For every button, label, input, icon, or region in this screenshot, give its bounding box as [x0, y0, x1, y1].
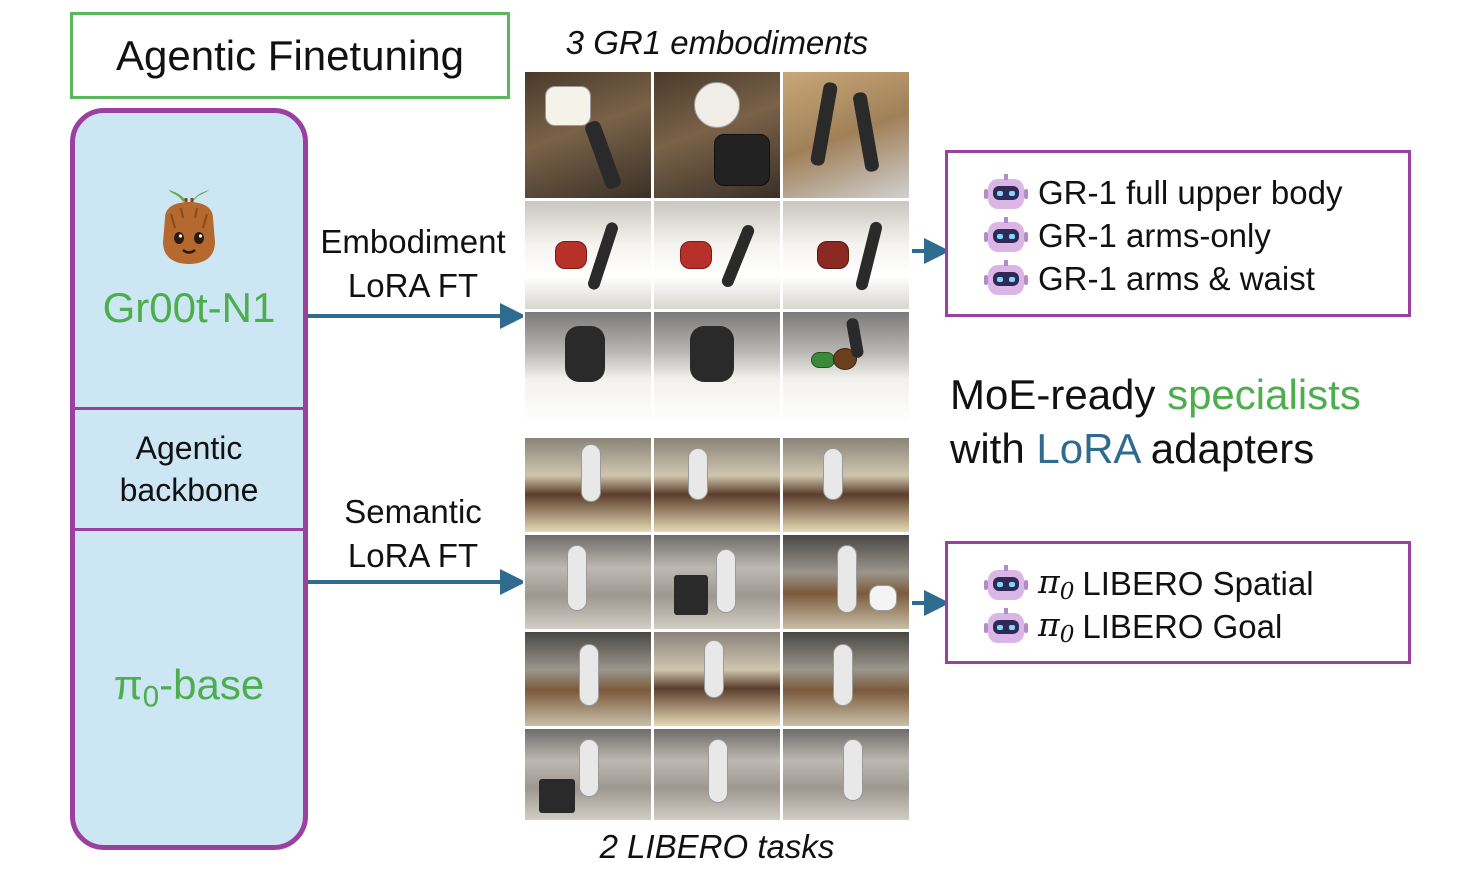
libero-tile [652, 727, 782, 822]
embodiment-label-line2: LoRA FT [347, 267, 479, 304]
title-box: Agentic Finetuning [70, 12, 510, 99]
gr1-image-grid [523, 70, 911, 426]
libero-tile [781, 630, 911, 728]
libero-tile [652, 630, 782, 728]
backbone-label-line1: Agentic [135, 430, 243, 466]
groot-n1-label: Gr00t-N1 [102, 284, 276, 331]
specialist-label: GR-1 arms & waist [1038, 259, 1315, 297]
robot-icon [984, 173, 1028, 209]
libero-tile [781, 436, 911, 534]
specialist-item: π0 LIBERO Goal [984, 605, 1408, 648]
groot-icon [163, 190, 215, 264]
specialist-item: GR-1 arms-only [984, 214, 1408, 257]
libero-specialists-box: π0 LIBERO Spatial π0 LIBERO Goal [945, 541, 1411, 664]
gr1-tile [652, 70, 782, 200]
specialist-item: GR-1 arms & waist [984, 257, 1408, 300]
robot-icon [984, 607, 1028, 643]
moe-line1: MoE-ready specialists [950, 371, 1361, 418]
pi0-symbol: π0 [1038, 605, 1075, 648]
agentic-backbone-section: Agentic backbone [75, 407, 303, 531]
gr1-tile [523, 70, 653, 200]
libero-tile [523, 630, 653, 728]
gr1-tile [781, 310, 911, 426]
specialist-label: GR-1 full upper body [1038, 173, 1343, 211]
moe-ready-text: MoE-ready specialists with LoRA adapters [950, 368, 1361, 476]
pi0-base-section: π0-base [75, 531, 303, 845]
gr1-tile [652, 199, 782, 311]
libero-tile [523, 727, 653, 822]
semantic-label-line1: Semantic [344, 493, 482, 530]
specialist-label: LIBERO Goal [1082, 607, 1283, 645]
libero-tile [652, 533, 782, 631]
groot-section: Gr00t-N1 [75, 113, 303, 407]
embodiment-lora-label: Embodiment LoRA FT [308, 220, 518, 308]
gr1-caption: 3 GR1 embodiments [565, 24, 869, 61]
gr1-tile [523, 199, 653, 311]
title-text: Agentic Finetuning [116, 31, 464, 79]
libero-tile [781, 727, 911, 822]
moe-line2: with LoRA adapters [950, 425, 1315, 472]
robot-icon [984, 216, 1028, 252]
backbone-label-line2: backbone [119, 472, 259, 508]
gr1-tile [523, 310, 653, 426]
specialist-label: GR-1 arms-only [1038, 216, 1271, 254]
semantic-label-line2: LoRA FT [347, 537, 479, 574]
libero-tile [523, 436, 653, 534]
semantic-lora-label: Semantic LoRA FT [308, 490, 518, 578]
libero-caption: 2 LIBERO tasks [599, 828, 835, 865]
libero-tile [652, 436, 782, 534]
embodiment-label-line1: Embodiment [320, 223, 506, 260]
libero-tile [781, 533, 911, 631]
libero-tile [523, 533, 653, 631]
libero-image-grid [523, 436, 911, 822]
gr1-tile [781, 199, 911, 311]
gr1-specialists-box: GR-1 full upper body GR-1 arms-only GR-1… [945, 150, 1411, 317]
robot-icon [984, 259, 1028, 295]
gr1-tile [781, 70, 911, 200]
robot-icon [984, 564, 1028, 600]
specialist-label: LIBERO Spatial [1082, 564, 1314, 602]
pi0-base-label: π0-base [113, 661, 265, 714]
model-column: Gr00t-N1 Agentic backbone π0-base [70, 108, 308, 850]
specialist-item: π0 LIBERO Spatial [984, 562, 1408, 605]
pi0-symbol: π0 [1038, 562, 1075, 605]
specialist-item: GR-1 full upper body [984, 171, 1408, 214]
gr1-tile [652, 310, 782, 426]
